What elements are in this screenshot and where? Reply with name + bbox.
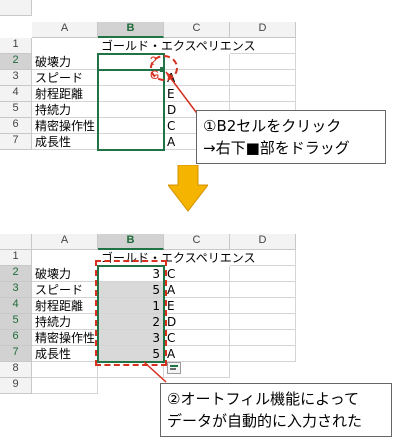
callout-2-line2: データが自動的に入力された — [167, 412, 363, 430]
cell-a7[interactable]: 成長性 — [32, 134, 98, 150]
column-header-a[interactable]: A — [32, 22, 98, 38]
row-header-8-bottom[interactable]: 8 — [0, 362, 32, 378]
cell-c2-bottom[interactable]: C — [164, 266, 230, 282]
row-header-7-bottom[interactable]: 7 — [0, 346, 32, 362]
cell-b6-bottom[interactable]: 3 — [98, 330, 164, 346]
cell-c8-bottom[interactable] — [164, 362, 230, 378]
row-header-7[interactable]: 7 — [0, 134, 32, 150]
row-header-6-bottom[interactable]: 6 — [0, 330, 32, 346]
cell-d2-bottom[interactable] — [230, 266, 296, 282]
row-header-2-bottom[interactable]: 2 — [0, 266, 32, 282]
row-header-9-bottom[interactable]: 9 — [0, 378, 32, 394]
cell-a3-bottom[interactable]: スピード — [32, 282, 98, 298]
cell-d3-bottom[interactable] — [230, 282, 296, 298]
column-header-d[interactable]: D — [230, 22, 296, 38]
instruction-callout-1: ①B2セルをクリック →右下■部をドラッグ — [196, 110, 386, 164]
cell-d1-bottom[interactable] — [230, 250, 296, 266]
row-header-3[interactable]: 3 — [0, 70, 32, 86]
down-arrow-icon — [168, 165, 208, 212]
cell-a8-bottom[interactable] — [32, 362, 98, 378]
callout-2-leader-line — [143, 361, 167, 383]
cell-b7[interactable] — [98, 134, 164, 150]
select-all-corner[interactable] — [0, 0, 32, 16]
column-header-b[interactable]: B — [98, 22, 164, 38]
callout-1-line1: ①B2セルをクリック — [203, 117, 342, 135]
cell-a5-bottom[interactable]: 持続力 — [32, 314, 98, 330]
cell-b8-bottom[interactable] — [98, 362, 164, 378]
cell-b1-title[interactable]: ゴールド・エクスペリエンス — [98, 38, 256, 54]
cell-b5-bottom[interactable]: 2 — [98, 314, 164, 330]
autofill-options-icon[interactable] — [167, 362, 181, 374]
row-header-5-bottom[interactable]: 5 — [0, 314, 32, 330]
cell-b6[interactable] — [98, 118, 164, 134]
column-header-b-bottom[interactable]: B — [98, 234, 164, 250]
cell-a3[interactable]: スピード — [32, 70, 98, 86]
cell-a5[interactable]: 持続力 — [32, 102, 98, 118]
cell-c6-bottom[interactable]: C — [164, 330, 230, 346]
cell-b1-title-bottom[interactable]: ゴールド・エクスペリエンス — [98, 250, 256, 266]
cell-d2[interactable] — [230, 54, 296, 70]
cell-a4[interactable]: 射程距離 — [32, 86, 98, 102]
cell-b2-bottom[interactable]: 3 — [98, 266, 164, 282]
cell-c4[interactable]: E — [164, 86, 230, 102]
row-header-6[interactable]: 6 — [0, 118, 32, 134]
cell-c5-bottom[interactable]: D — [164, 314, 230, 330]
column-header-c-bottom[interactable]: C — [164, 234, 230, 250]
row-header-3-bottom[interactable]: 3 — [0, 282, 32, 298]
column-header-c[interactable]: C — [164, 22, 230, 38]
cell-a6-bottom[interactable]: 精密操作性 — [32, 330, 98, 346]
cell-a9-bottom[interactable] — [32, 378, 98, 394]
row-header-1-bottom[interactable]: 1 — [0, 250, 32, 266]
cell-b4-bottom[interactable]: 1 — [98, 298, 164, 314]
row-header-5[interactable]: 5 — [0, 102, 32, 118]
cell-b3-bottom[interactable]: 5 — [98, 282, 164, 298]
callout-1-line2: →右下■部をドラッグ — [203, 139, 350, 157]
cell-a2-bottom[interactable]: 破壊力 — [32, 266, 98, 282]
cell-d1[interactable] — [230, 38, 296, 54]
fill-handle-highlight — [150, 55, 178, 81]
callout-2-line1: ②オートフィル機能によって — [167, 390, 359, 408]
cell-c4-bottom[interactable]: E — [164, 298, 230, 314]
cell-a2[interactable]: 破壊力 — [32, 54, 98, 70]
cell-b4[interactable] — [98, 86, 164, 102]
select-all-corner-bottom[interactable] — [0, 234, 32, 250]
cell-c7-bottom[interactable]: A — [164, 346, 230, 362]
result-callout-2: ②オートフィル機能によって データが自動的に入力された — [160, 383, 392, 437]
cell-a6[interactable]: 精密操作性 — [32, 118, 98, 134]
cell-b5[interactable] — [98, 102, 164, 118]
row-header-4[interactable]: 4 — [0, 86, 32, 102]
cell-a4-bottom[interactable]: 射程距離 — [32, 298, 98, 314]
cell-d6-bottom[interactable] — [230, 330, 296, 346]
column-header-d-bottom[interactable]: D — [230, 234, 296, 250]
cell-d4[interactable] — [230, 86, 296, 102]
cell-d4-bottom[interactable] — [230, 298, 296, 314]
cell-d5-bottom[interactable] — [230, 314, 296, 330]
row-header-4-bottom[interactable]: 4 — [0, 298, 32, 314]
row-header-2[interactable]: 2 — [0, 54, 32, 70]
cell-d3[interactable] — [230, 70, 296, 86]
row-header-1[interactable]: 1 — [0, 38, 32, 54]
column-header-a-bottom[interactable]: A — [32, 234, 98, 250]
cell-d7-bottom[interactable] — [230, 346, 296, 362]
cell-a7-bottom[interactable]: 成長性 — [32, 346, 98, 362]
cell-c2[interactable] — [164, 54, 230, 70]
cell-c3-bottom[interactable]: A — [164, 282, 230, 298]
